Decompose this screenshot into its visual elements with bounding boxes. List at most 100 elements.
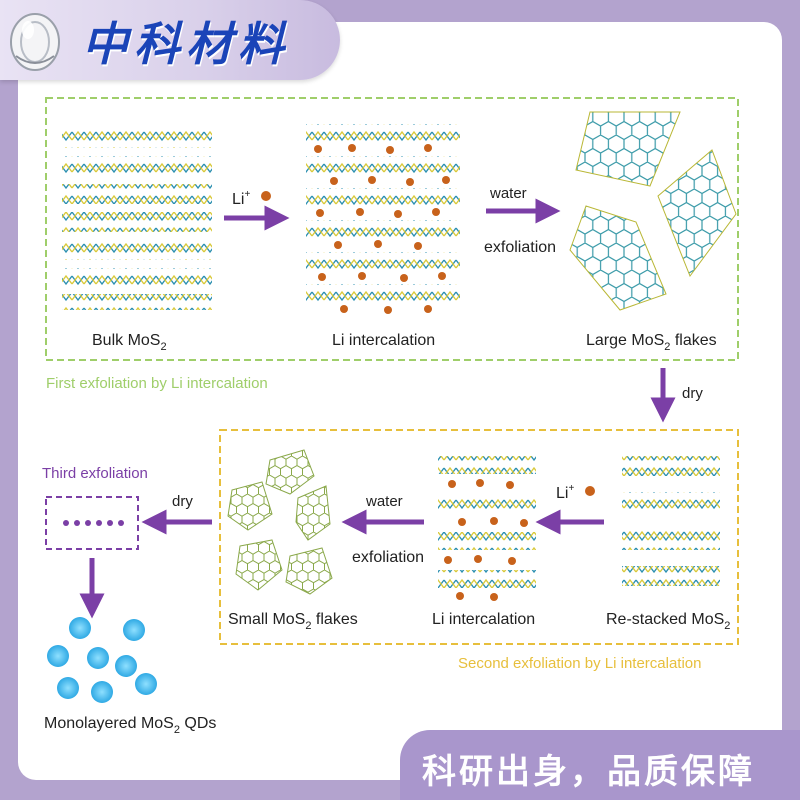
li-ion-dot bbox=[314, 145, 322, 153]
li-ion-dot bbox=[358, 272, 366, 280]
mos2-layer bbox=[622, 456, 720, 476]
dot bbox=[63, 520, 69, 526]
stage2-dashed-box bbox=[219, 429, 739, 645]
mos2-layer bbox=[622, 530, 720, 550]
li-ion-dot bbox=[374, 240, 382, 248]
li-ion-dot bbox=[438, 272, 446, 280]
li-ion-dot bbox=[490, 593, 498, 601]
mos2-layer bbox=[438, 532, 536, 550]
quantum-dot bbox=[135, 673, 157, 695]
li-ions bbox=[444, 479, 528, 601]
mos2-layer bbox=[306, 284, 460, 302]
dot-row bbox=[63, 520, 124, 526]
quantum-dot bbox=[91, 681, 113, 703]
dot bbox=[118, 520, 124, 526]
stage3-caption: Third exfoliation bbox=[42, 465, 148, 482]
li-ion-dot bbox=[340, 305, 348, 313]
flake bbox=[569, 205, 667, 311]
mos2-layer bbox=[62, 128, 212, 148]
li-ion-dot bbox=[444, 556, 452, 564]
footer-banner: 科研出身，品质保障 bbox=[400, 730, 800, 800]
large-mos2-flakes bbox=[569, 111, 737, 311]
mos2-layer bbox=[306, 124, 460, 142]
brand-name: 中科材料 bbox=[82, 17, 290, 71]
mos2-layer bbox=[306, 252, 460, 270]
mos2-layer bbox=[62, 156, 212, 176]
small-mos2-flakes-label: Small MoS2 flakes bbox=[228, 611, 358, 632]
li-ion-dot bbox=[448, 480, 456, 488]
mos2-layer bbox=[622, 566, 720, 586]
li-ion-dot bbox=[414, 242, 422, 250]
restacked-mos2-stack bbox=[622, 456, 720, 586]
stage1-dashed-box bbox=[45, 97, 739, 361]
li-ion-dot bbox=[474, 555, 482, 563]
li-ion-dot bbox=[261, 191, 271, 201]
mos2-layer bbox=[62, 184, 212, 204]
li-ion-dot bbox=[424, 305, 432, 313]
li-ion-dot bbox=[432, 208, 440, 216]
quantum-dot bbox=[69, 617, 91, 639]
mos2-layer bbox=[306, 220, 460, 238]
dot bbox=[96, 520, 102, 526]
flake bbox=[295, 485, 331, 541]
dot bbox=[74, 520, 80, 526]
li-ion-label: Li+ bbox=[232, 189, 250, 208]
li-ion-label-2: Li+ bbox=[556, 483, 574, 502]
dry-label-left: dry bbox=[172, 493, 193, 510]
flake bbox=[265, 449, 315, 495]
li-ion-dot bbox=[348, 144, 356, 152]
quantum-dot bbox=[57, 677, 79, 699]
li-ion-dot bbox=[406, 178, 414, 186]
mos2-layer bbox=[62, 212, 212, 232]
capsule-logo-icon bbox=[10, 13, 60, 71]
mos2-layer bbox=[306, 188, 460, 206]
li-ion-dot bbox=[442, 176, 450, 184]
mos2-layer bbox=[62, 268, 212, 288]
li-ion-dot bbox=[394, 210, 402, 218]
stage1-caption: First exfoliation by Li intercalation bbox=[46, 375, 268, 392]
flake bbox=[235, 539, 283, 591]
stage3-dashed-box bbox=[45, 496, 139, 550]
footer-slogan: 科研出身，品质保障 bbox=[422, 753, 755, 791]
flake bbox=[227, 481, 273, 531]
bulk-mos2-label: Bulk MoS2 bbox=[92, 332, 167, 353]
li-ion-dot bbox=[368, 176, 376, 184]
quantum-dot bbox=[115, 655, 137, 677]
flake bbox=[285, 547, 333, 595]
li-ion-dot bbox=[585, 486, 595, 496]
li-ion-dot bbox=[424, 144, 432, 152]
li-ion-dot bbox=[520, 519, 528, 527]
mos2-layer bbox=[306, 156, 460, 174]
li-ion-dot bbox=[458, 518, 466, 526]
mos2-layer bbox=[62, 240, 212, 260]
li-ion-dot bbox=[384, 306, 392, 314]
li-ion-dot bbox=[506, 481, 514, 489]
quantum-dot bbox=[47, 645, 69, 667]
flake bbox=[575, 111, 681, 187]
quantum-dot bbox=[123, 619, 145, 641]
li-intercalated-stack-1 bbox=[306, 124, 460, 314]
mos2-layer bbox=[438, 456, 536, 474]
dry-label-top: dry bbox=[682, 385, 703, 402]
li-ion-dot bbox=[316, 209, 324, 217]
li-ion-dot bbox=[356, 208, 364, 216]
li-ion-dot bbox=[476, 479, 484, 487]
li-ion-dot bbox=[508, 557, 516, 565]
quantum-dots bbox=[47, 617, 157, 703]
water-label-2: water bbox=[365, 493, 403, 510]
dot bbox=[107, 520, 113, 526]
monolayered-qds-label: Monolayered MoS2 QDs bbox=[44, 715, 216, 736]
li-ion-dot bbox=[334, 241, 342, 249]
li-ion-dot bbox=[386, 146, 394, 154]
li-ion-dot bbox=[318, 273, 326, 281]
li-intercalation-label-1: Li intercalation bbox=[332, 332, 435, 349]
li-ions bbox=[314, 144, 450, 314]
li-ion-dot bbox=[400, 274, 408, 282]
mos2-layer bbox=[438, 494, 536, 512]
restacked-mos2-label: Re-stacked MoS2 bbox=[606, 611, 730, 632]
li-ion-dot bbox=[456, 592, 464, 600]
large-mos2-flakes-label: Large MoS2 flakes bbox=[586, 332, 717, 353]
mos2-layer bbox=[438, 570, 536, 588]
li-intercalated-stack-2 bbox=[438, 456, 536, 601]
